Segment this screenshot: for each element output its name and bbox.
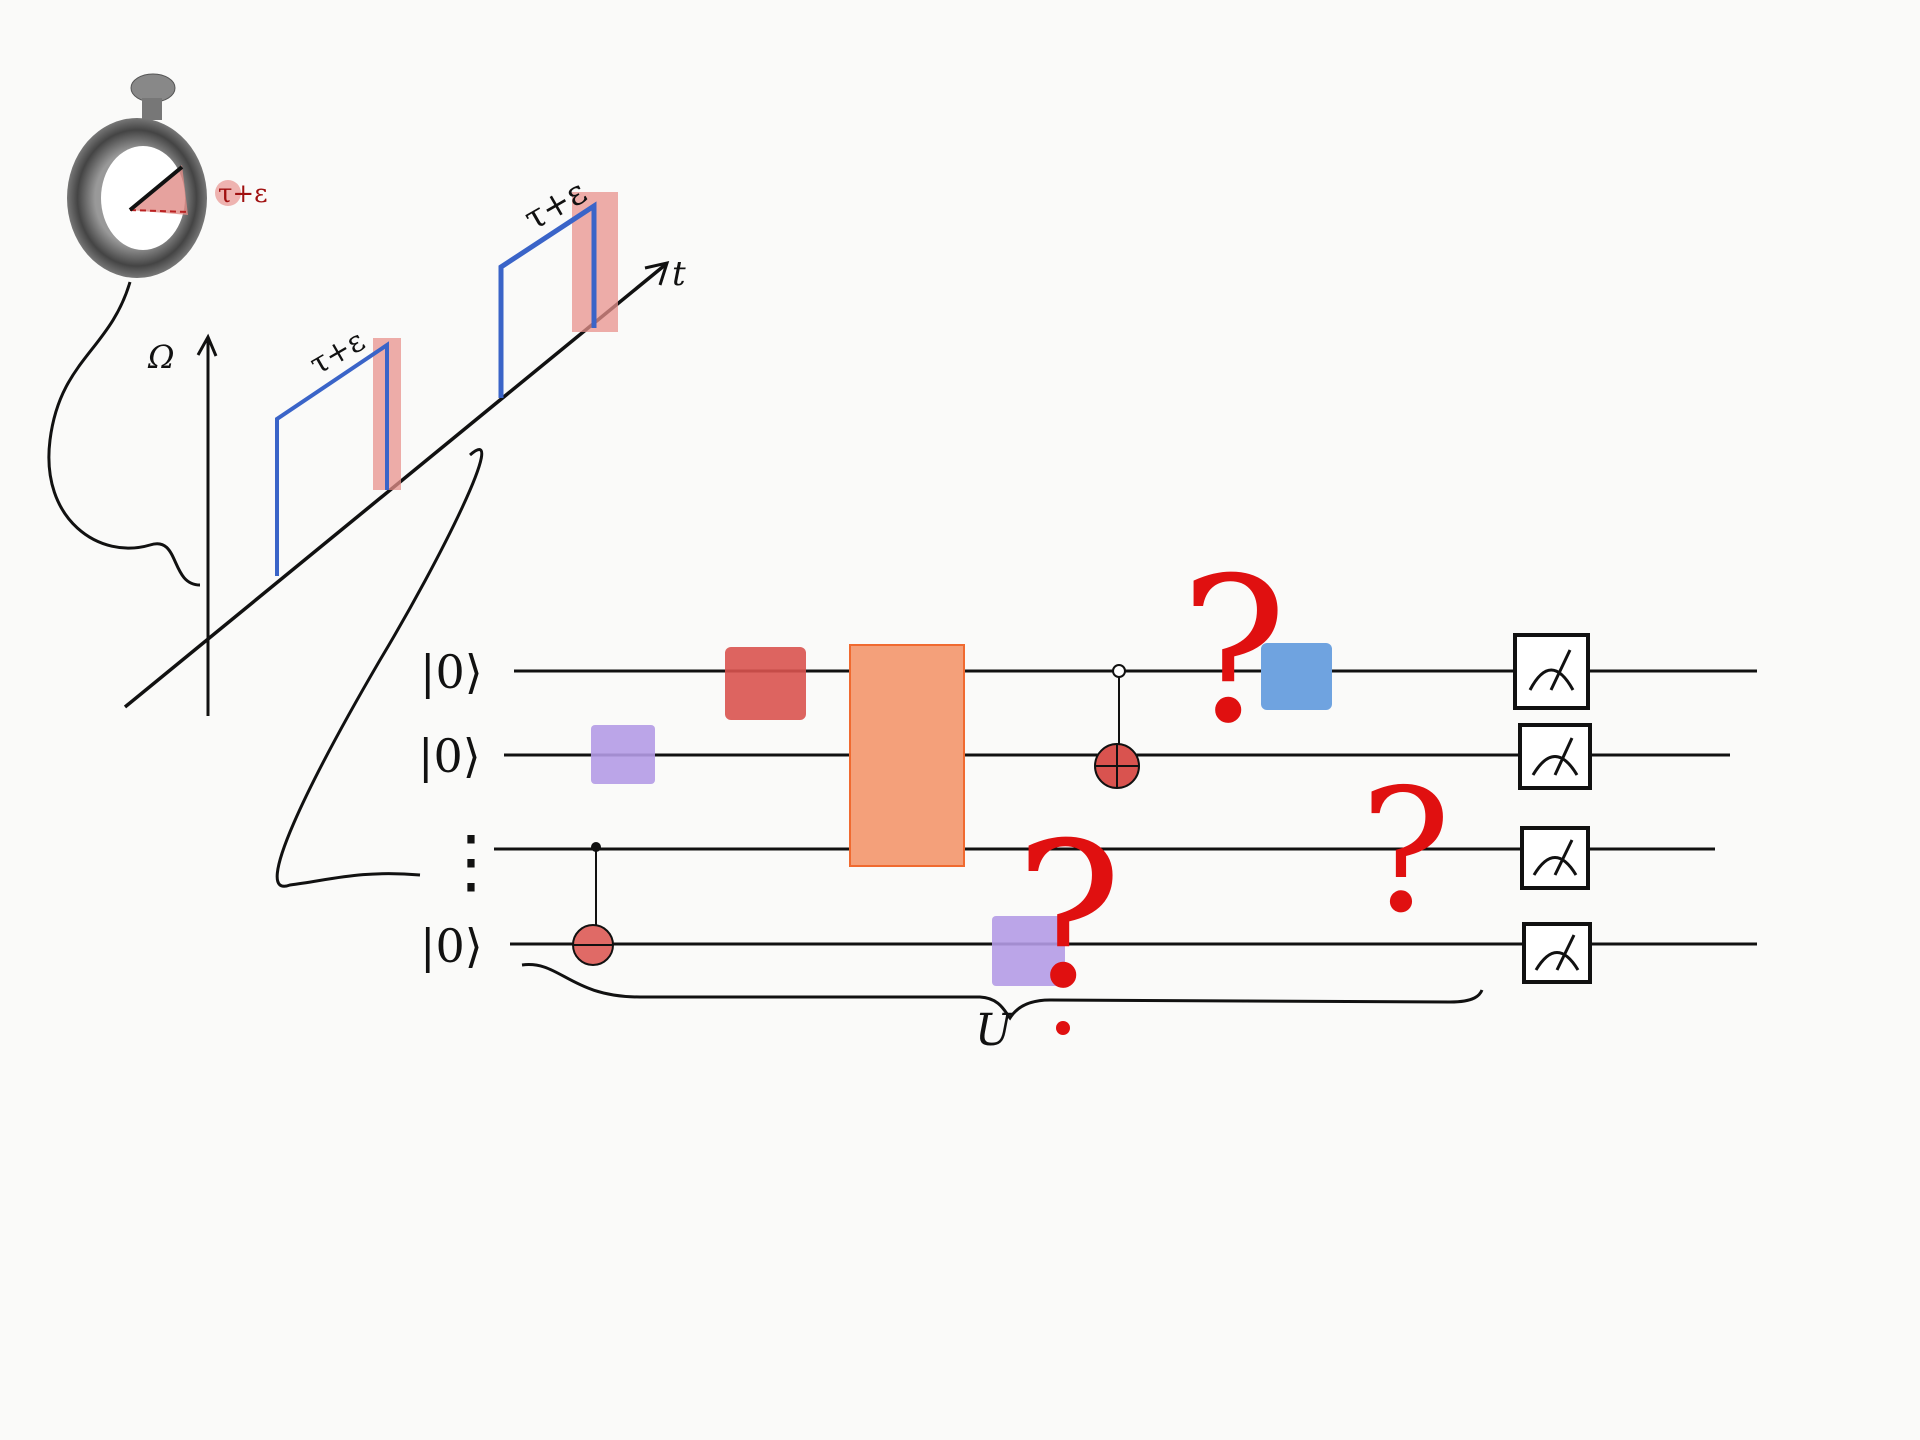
circuit — [494, 633, 1757, 1035]
qubit-ellipsis: ⋮ — [436, 820, 506, 902]
pulse-2 — [498, 201, 597, 398]
gate-blue — [1261, 643, 1332, 710]
cnot-2-control — [1112, 664, 1126, 678]
qubit-label-3: |0⟩ — [420, 919, 483, 973]
stopwatch-connector — [47, 281, 201, 587]
pulse-plot — [123, 192, 670, 716]
stopwatch-label: τ+ε — [218, 179, 268, 209]
gate-purple-2 — [992, 916, 1065, 986]
unitary-brace — [521, 963, 1484, 1021]
gate-purple-1 — [591, 725, 655, 784]
unitary-dot — [1056, 1021, 1070, 1035]
qubit-label-1: |0⟩ — [420, 645, 483, 699]
measurement-2 — [1518, 723, 1592, 790]
pulse-1 — [275, 341, 389, 576]
question-mark-3: ? — [1360, 753, 1451, 951]
unitary-label: U — [975, 1005, 1014, 1056]
cnot-1-control — [591, 842, 601, 852]
stopwatch-hand — [128, 165, 184, 212]
pulse-1-label: τ+ε — [304, 323, 371, 382]
measurement-1 — [1513, 633, 1590, 710]
question-mark-1: ? — [1180, 535, 1287, 768]
stopwatch-error-wedge — [130, 165, 188, 215]
measurement-3 — [1520, 826, 1590, 890]
x-axis-label: t — [672, 254, 686, 294]
gate-orange-multi — [849, 644, 965, 867]
measurement-4 — [1522, 922, 1592, 984]
circuit-connector — [275, 448, 484, 888]
stopwatch-icon — [67, 73, 241, 278]
qubit-label-2: |0⟩ — [418, 729, 481, 783]
question-mark-2: ? — [1015, 800, 1122, 1033]
gate-red — [725, 647, 806, 720]
y-axis-label: Ω — [147, 338, 175, 376]
